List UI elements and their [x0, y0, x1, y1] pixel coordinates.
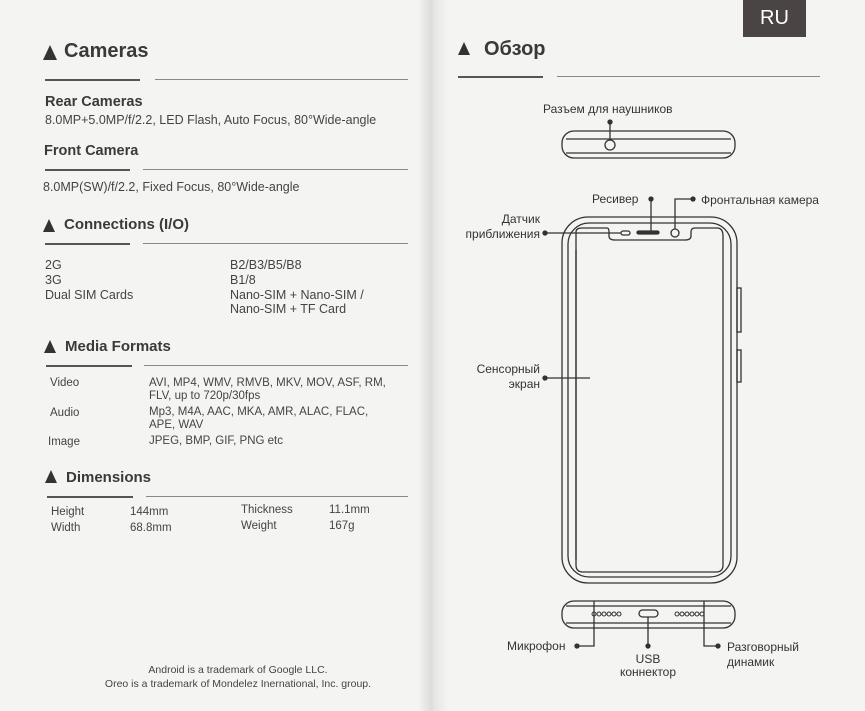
- label-usb-2: коннектор: [619, 665, 677, 679]
- divider: [143, 243, 408, 244]
- section-triangle-icon: [43, 45, 57, 60]
- media-label-audio: Audio: [50, 407, 80, 419]
- volume-button: [736, 287, 742, 333]
- divider: [45, 243, 130, 245]
- conn-label-3g: 3G: [45, 273, 62, 287]
- rear-cameras-heading: Rear Cameras: [45, 94, 143, 110]
- conn-value-2g: B2/B3/B5/B8: [230, 258, 302, 272]
- media-value-audio: Mp3, M4A, AAC, MKA, AMR, ALAC, FLAC,: [149, 406, 369, 418]
- front-camera-heading: Front Camera: [44, 143, 139, 159]
- label-touchscreen-1: Сенсорный: [476, 362, 540, 376]
- media-value-video: AVI, MP4, WMV, RMVB, MKV, MOV, ASF, RM,: [149, 377, 386, 389]
- divider: [46, 365, 132, 367]
- dimensions-title: Dimensions: [66, 469, 152, 486]
- media-label-image: Image: [48, 436, 80, 448]
- label-usb-1: USB: [635, 652, 661, 666]
- width-value: 68.8mm: [130, 522, 172, 534]
- phone-top-view: [561, 119, 736, 159]
- divider: [557, 76, 820, 77]
- label-touchscreen-2: экран: [508, 377, 540, 391]
- divider: [47, 496, 133, 498]
- label-speaker-2: динамик: [727, 655, 775, 669]
- conn-value-sim: Nano-SIM + Nano-SIM /: [230, 288, 364, 302]
- height-value: 144mm: [130, 506, 169, 518]
- conn-value-3g: B1/8: [230, 273, 256, 287]
- conn-label-sim: Dual SIM Cards: [45, 288, 134, 302]
- divider: [155, 79, 408, 80]
- weight-label: Weight: [241, 520, 277, 532]
- thickness-label: Thickness: [241, 504, 293, 516]
- weight-value: 167g: [329, 520, 355, 532]
- conn-label-2g: 2G: [45, 258, 62, 272]
- media-value-image: JPEG, BMP, GIF, PNG etc: [149, 435, 283, 447]
- label-microphone: Микрофон: [507, 639, 566, 653]
- label-receiver: Ресивер: [592, 192, 639, 206]
- phone-bottom-view: [561, 600, 736, 649]
- divider: [146, 496, 408, 497]
- media-formats-title: Media Formats: [65, 338, 171, 355]
- thickness-value: 11.1mm: [329, 504, 370, 516]
- cameras-title: Cameras: [64, 40, 149, 62]
- phone-front-view: [542, 196, 742, 584]
- language-badge: RU: [743, 0, 806, 37]
- label-speaker-1: Разговорный: [727, 640, 799, 654]
- footer-oreo: Oreo is a trademark of Mondelez Inernati…: [104, 678, 372, 690]
- section-triangle-icon: [44, 340, 56, 353]
- media-value-audio-2: APE, WAV: [149, 419, 204, 431]
- connections-title: Connections (I/O): [64, 216, 189, 233]
- width-label: Width: [51, 522, 81, 534]
- page-fold: [418, 0, 448, 711]
- power-button: [736, 349, 742, 383]
- label-proximity-sensor-1: Датчик: [501, 212, 540, 226]
- conn-value-sim-2: Nano-SIM + TF Card: [230, 302, 347, 316]
- label-front-camera: Фронтальная камера: [701, 193, 819, 207]
- label-headphone-jack: Разъем для наушников: [543, 102, 673, 116]
- section-triangle-icon: [458, 42, 470, 55]
- front-camera-text: 8.0MP(SW)/f/2.2, Fixed Focus, 80°Wide-an…: [43, 180, 300, 194]
- divider: [45, 169, 130, 171]
- rear-cameras-text: 8.0MP+5.0MP/f/2.2, LED Flash, Auto Focus…: [45, 113, 377, 127]
- label-proximity-sensor-2: приближения: [465, 227, 540, 241]
- media-label-video: Video: [50, 377, 80, 389]
- section-triangle-icon: [43, 219, 55, 232]
- section-triangle-icon: [45, 470, 57, 483]
- divider: [458, 76, 543, 78]
- height-label: Height: [51, 506, 85, 518]
- media-value-video-2: FLV, up to 720p/30fps: [149, 390, 261, 402]
- footer-android: Android is a trademark of Google LLC.: [148, 664, 328, 676]
- divider: [45, 79, 140, 81]
- overview-title: Обзор: [484, 38, 546, 60]
- divider: [143, 169, 408, 170]
- divider: [144, 365, 408, 366]
